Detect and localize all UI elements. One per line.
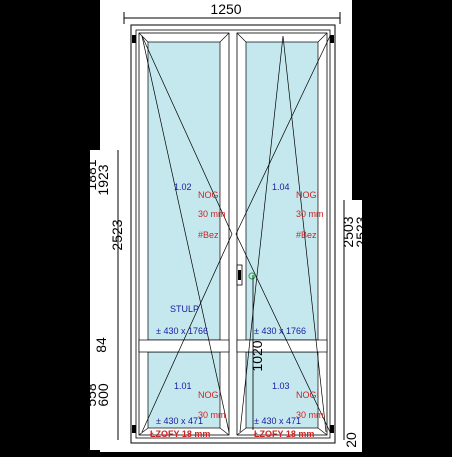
- transom-left: [138, 339, 230, 353]
- pane-size: ± 430 x 471: [156, 416, 203, 426]
- inner-vertical-label: 1020: [249, 340, 265, 371]
- pane-size: ± 430 x 1766: [254, 326, 306, 336]
- pane-extra: ŁZOFY 18 mm: [254, 429, 314, 439]
- pane-top-left-labels: 1.02 NOGI 30 mm #Bez STULP ± 430 x 1766: [156, 182, 226, 336]
- handle: [236, 264, 256, 286]
- right-dimension-strip: [338, 200, 362, 452]
- left-mid-label: 84: [93, 337, 109, 353]
- bead-bevels: [138, 32, 328, 436]
- pane-id: 1.02: [174, 182, 192, 192]
- top-width-label: 1250: [210, 1, 241, 17]
- pane-spec-b: 30 mm: [296, 209, 324, 219]
- left-bottom-a-label: 558: [83, 383, 99, 407]
- pane-spec-a: NOGI: [198, 390, 221, 400]
- pane-spec-b: 30 mm: [198, 209, 226, 219]
- left-total-label: 2523: [109, 219, 125, 250]
- pane-extra: ŁZOFY 18 mm: [150, 429, 210, 439]
- hinges: [132, 35, 334, 433]
- pane-spec-b: 30 mm: [296, 410, 324, 420]
- pane-id: 1.04: [272, 182, 290, 192]
- pane-spec-a: NOGI: [296, 190, 319, 200]
- pane-bottom-right-glass: [245, 351, 319, 429]
- pane-spec-b: 30 mm: [198, 410, 226, 420]
- pane-top-right-glass: [245, 41, 319, 341]
- pane-spec-a: NOGI: [296, 390, 319, 400]
- pane-size: ± 430 x 471: [254, 416, 301, 426]
- pane-id: 1.03: [272, 381, 290, 391]
- left-dimension-strip: [90, 150, 112, 450]
- pane-note: STULP: [170, 304, 199, 314]
- pane-spec-c: #Bez: [296, 230, 317, 240]
- outer-frame-inner-edge: [135, 29, 331, 439]
- pane-bottom-left-labels: 1.01 NOGI 30 mm ± 430 x 471 ŁZOFY 18 mm: [150, 381, 226, 439]
- right-a-label: 2503: [340, 216, 356, 247]
- pane-top-left-glass: [147, 41, 221, 341]
- right-b-label: 2523: [353, 216, 369, 247]
- pane-id: 1.01: [174, 381, 192, 391]
- pane-top-right-labels: 1.04 NOGI 30 mm #Bez ± 430 x 1766: [254, 182, 324, 336]
- opening-lines: [141, 35, 331, 433]
- left-bottom-b-label: 600: [95, 383, 111, 407]
- pane-bottom-left-glass: [147, 351, 221, 429]
- transom-right: [236, 339, 328, 353]
- pane-spec-a: NOGI: [198, 190, 221, 200]
- left-top-a-label: 1881: [83, 159, 99, 190]
- dimension-lines: [117, 12, 345, 440]
- pane-spec-c: #Bez: [198, 230, 219, 240]
- right-bottom-label: 20: [343, 432, 359, 448]
- pane-bottom-right-labels: 1.03 NOGI 30 mm ± 430 x 471 ŁZOFY 18 mm: [254, 381, 324, 439]
- left-top-b-label: 1923: [95, 164, 111, 195]
- pane-size: ± 430 x 1766: [156, 326, 208, 336]
